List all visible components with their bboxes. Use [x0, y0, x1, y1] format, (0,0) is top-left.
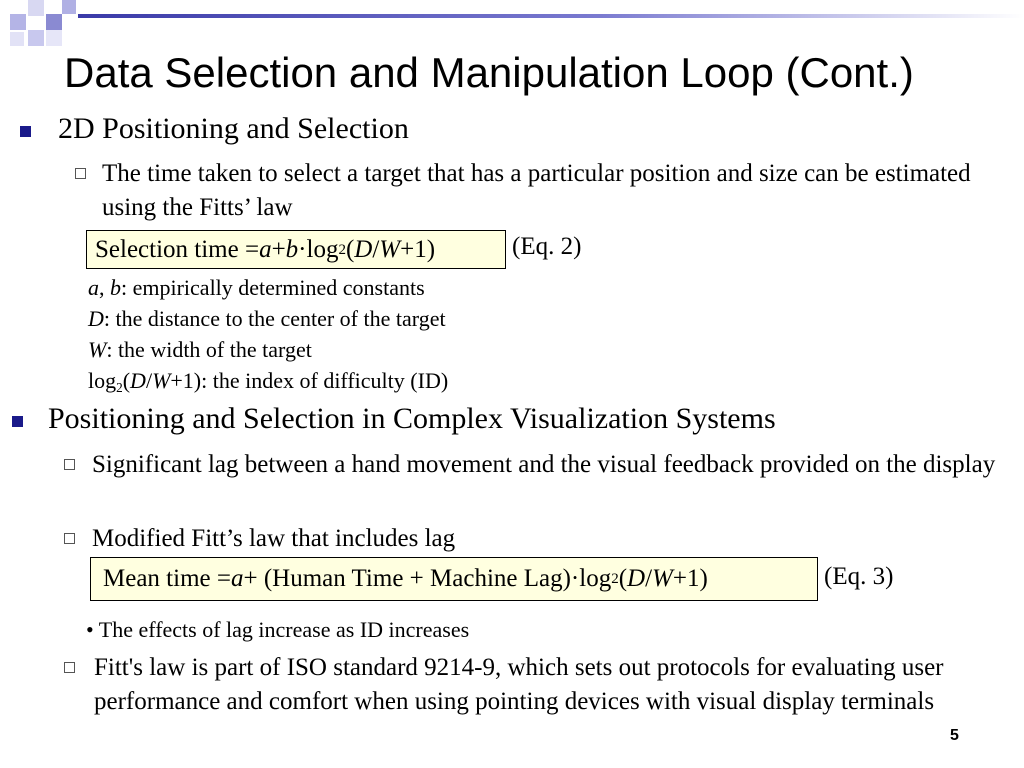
decor-square — [10, 14, 26, 30]
eq3-var-w: W — [652, 565, 673, 592]
def-d-text: : the distance to the center of the targ… — [103, 306, 446, 331]
def-var-w: W — [88, 337, 107, 362]
eq2-var-a: a — [259, 235, 272, 263]
definition-id: log2(D/W+1): the index of difficulty (ID… — [88, 365, 448, 396]
decor-square — [46, 14, 62, 30]
section1-heading: 2D Positioning and Selection — [58, 112, 409, 145]
decor-square — [62, 0, 76, 14]
decor-square — [28, 0, 44, 16]
eq2-lhs: Selection time = — [95, 235, 260, 263]
eq3-var-d: D — [627, 565, 646, 592]
eq2-slash: / — [372, 235, 380, 263]
title-bar-line — [78, 14, 1024, 18]
def-w-text: : the width of the target — [106, 337, 312, 362]
square-bullet-icon — [20, 126, 31, 137]
decor-square — [28, 30, 44, 46]
eq3-lhs: Mean time = — [103, 565, 231, 592]
equation-2-label: (Eq. 2) — [512, 233, 582, 260]
eq2-close: +1) — [400, 235, 436, 263]
hollow-square-bullet-icon — [75, 168, 86, 179]
def-id-open: ( — [122, 368, 131, 393]
eq2-var-b: b — [285, 235, 299, 263]
equation-3-box: Mean time = a + (Human Time + Machine La… — [90, 557, 818, 601]
def-var-b: b — [110, 275, 121, 300]
eq2-log: ·log — [298, 235, 339, 263]
section2-heading: Positioning and Selection in Complex Vis… — [48, 402, 776, 435]
section2-item-lag: Significant lag between a hand movement … — [92, 451, 996, 478]
def-ab-text: : empirically determined constants — [121, 275, 425, 300]
def-id-var-d: D — [130, 368, 146, 393]
def-var-a: a — [88, 275, 99, 300]
eq2-var-w: W — [379, 235, 401, 263]
hollow-square-bullet-icon — [64, 662, 75, 673]
definition-ab: a, b: empirically determined constants — [88, 272, 425, 303]
definition-d: D: the distance to the center of the tar… — [88, 303, 446, 334]
decor-square — [46, 30, 62, 46]
square-bullet-icon — [12, 416, 23, 427]
eq3-var-a: a — [230, 565, 244, 592]
decor-square — [10, 32, 24, 46]
section2-item-modified-law: Modified Fitt’s law that includes lag — [92, 525, 456, 552]
eq2-open: ( — [345, 235, 355, 263]
hollow-square-bullet-icon — [64, 459, 75, 470]
eq3-close: +1) — [672, 565, 708, 592]
eq3-mid: + (Human Time + Machine Lag)·log — [243, 565, 612, 592]
section1-sub-item: The time taken to select a target that h… — [102, 160, 971, 221]
eq3-slash: / — [645, 565, 653, 592]
page-number: 5 — [950, 727, 959, 744]
equation-3-label: (Eq. 3) — [824, 563, 894, 590]
def-var-d: D — [88, 306, 104, 331]
slide-title: Data Selection and Manipulation Loop (Co… — [64, 49, 914, 96]
def-id-text: +1): the index of difficulty (ID) — [170, 368, 449, 393]
section2-item-iso: Fitt's law is part of ISO standard 9214-… — [94, 654, 944, 715]
eq3-open: ( — [618, 565, 628, 592]
hollow-square-bullet-icon — [64, 533, 75, 544]
def-comma: , — [99, 275, 110, 300]
lag-note: • The effects of lag increase as ID incr… — [86, 617, 470, 642]
definition-w: W: the width of the target — [88, 334, 312, 365]
def-id-sub: 2 — [116, 379, 123, 395]
def-id-slash: / — [145, 368, 153, 393]
def-id-var-w: W — [152, 368, 171, 393]
eq2-plus: + — [271, 235, 286, 263]
def-id-log: log — [88, 368, 117, 393]
eq2-var-d: D — [354, 235, 373, 263]
